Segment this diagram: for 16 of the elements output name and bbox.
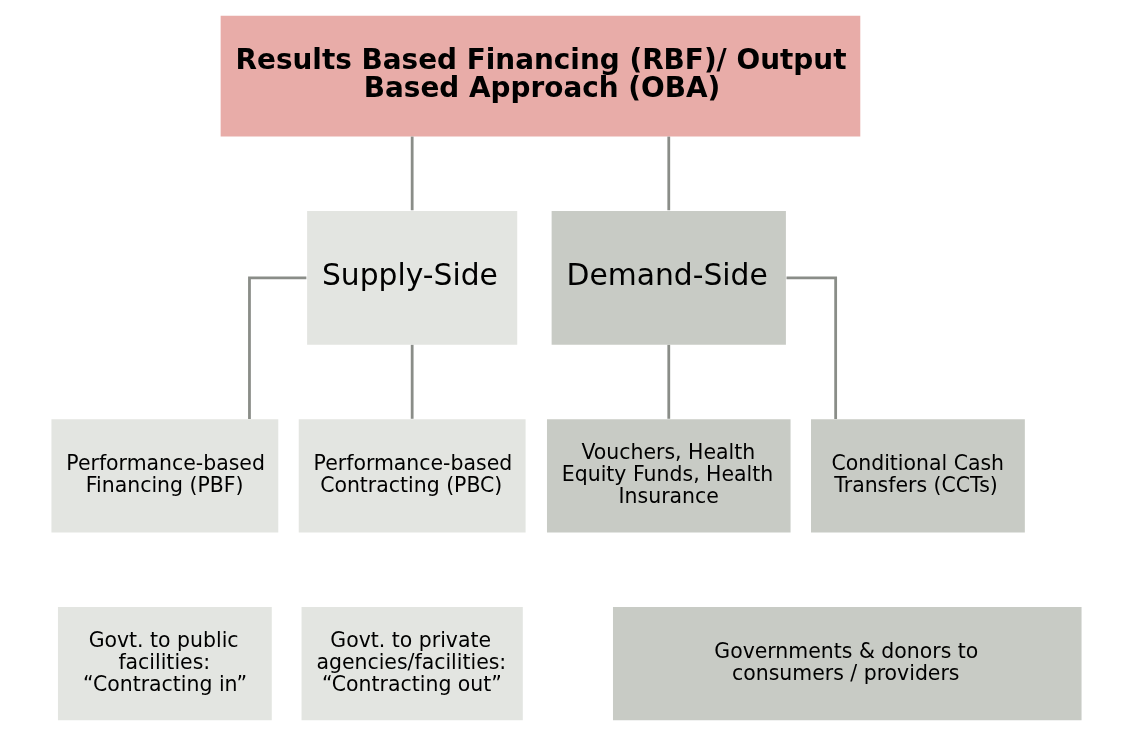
connector xyxy=(410,136,414,211)
node-box: Vouchers, Health Equity Funds, Health Insurance xyxy=(546,419,791,533)
connector xyxy=(410,344,414,419)
node-box: Supply-Side xyxy=(306,210,517,345)
node-box: Govt. to private agencies/facilities: “Contracting out” xyxy=(301,606,523,721)
connector xyxy=(786,276,837,420)
connector xyxy=(247,276,306,420)
node-box: Governments & donors to consumers / providers xyxy=(612,606,1082,721)
node-box: Demand-Side xyxy=(551,210,786,345)
node-box: Govt. to public facilities: “Contracting in” xyxy=(57,606,272,721)
connector xyxy=(666,344,670,419)
connector xyxy=(666,136,670,211)
node-box: Performance-based Financing (PBF) xyxy=(50,419,278,533)
node-box: Performance-based Contracting (PBC) xyxy=(298,419,526,533)
node-box: Results Based Financing (RBF)/ Output Based Approach (OBA) xyxy=(220,15,860,137)
node-box: Conditional Cash Transfers (CCTs) xyxy=(810,419,1025,533)
